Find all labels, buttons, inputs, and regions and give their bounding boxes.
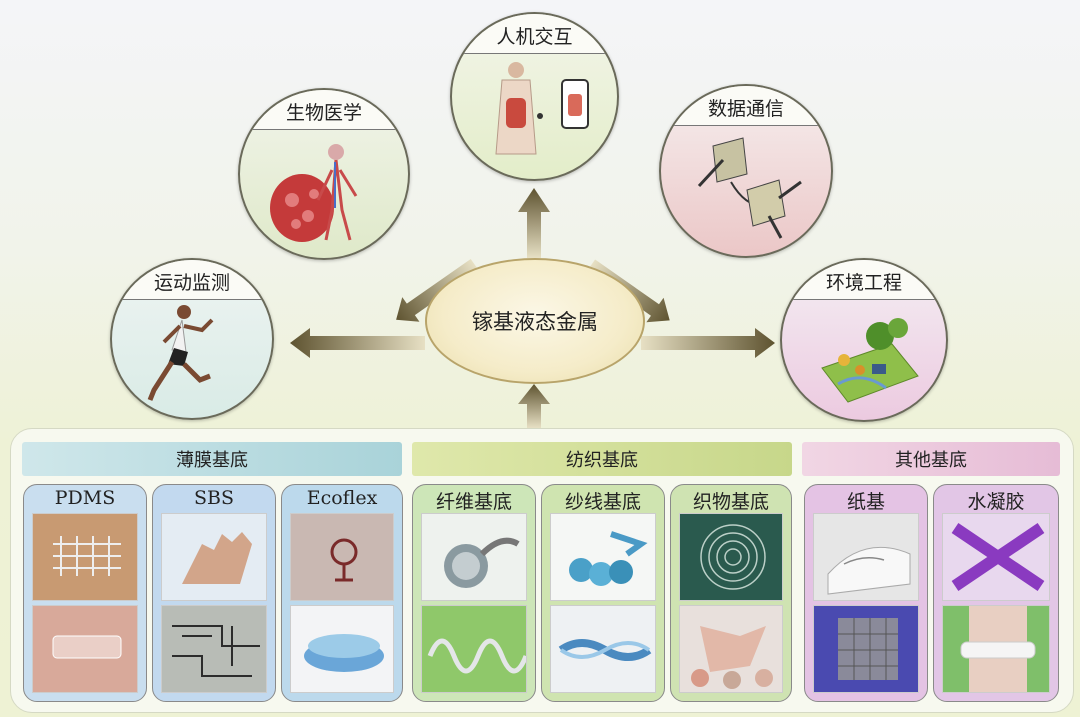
app-sports-label: 运动监测 (112, 260, 272, 300)
arrow-to-sports (290, 328, 425, 358)
card-fiber-title: 纤维基底 (435, 491, 512, 513)
app-env-label: 环境工程 (782, 260, 946, 300)
paper-photo-2 (813, 605, 919, 693)
group-film-label: 薄膜基底 (176, 450, 248, 471)
fabric-photo-2 (679, 605, 783, 693)
card-pdms-title: PDMS (54, 487, 116, 509)
arrow-to-hci (518, 188, 550, 258)
paper-photo-1 (813, 513, 919, 601)
card-hydrogel: 水凝胶 (933, 484, 1059, 702)
satellite-illustration (697, 137, 802, 239)
pdms-photo-1 (32, 513, 138, 601)
yarn-photo-1 (550, 513, 656, 601)
arrow-to-env (641, 328, 775, 358)
app-data-label: 数据通信 (661, 86, 831, 126)
sbs-photo-2 (161, 605, 267, 693)
arrow-from-substrates (518, 384, 550, 428)
hydrogel-photo-2 (942, 605, 1050, 693)
card-paper: 纸基 (804, 484, 928, 702)
hydrogel-photo-1 (942, 513, 1050, 601)
card-ecoflex: Ecoflex (281, 484, 403, 702)
app-hci: 人机交互 (450, 12, 619, 181)
app-environmental-engineering: 环境工程 (780, 258, 948, 422)
app-biomedicine: 生物医学 (238, 88, 410, 260)
center-liquid-metal: 镓基液态金属 (425, 258, 645, 384)
app-bio-label: 生物医学 (240, 90, 408, 130)
ecoflex-photo-2 (290, 605, 394, 693)
card-ecoflex-title: Ecoflex (306, 487, 378, 509)
fiber-photo-1 (421, 513, 527, 601)
fiber-photo-2 (421, 605, 527, 693)
runner-illustration (147, 305, 214, 401)
group-header-other: 其他基底 (802, 442, 1060, 476)
card-yarn: 纱线基底 (541, 484, 665, 702)
card-fiber: 纤维基底 (412, 484, 536, 702)
group-textile-label: 纺织基底 (566, 450, 638, 471)
group-header-textile: 纺织基底 (412, 442, 792, 476)
card-hydrogel-title: 水凝胶 (967, 491, 1025, 513)
vascular-illustration (270, 144, 358, 242)
landscape-illustration (821, 318, 919, 403)
app-sports-monitoring: 运动监测 (110, 258, 274, 420)
ecoflex-photo-1 (290, 513, 394, 601)
center-label: 镓基液态金属 (472, 310, 598, 334)
human-phone-illustration (495, 62, 589, 155)
card-yarn-title: 纱线基底 (564, 491, 641, 513)
app-hci-label: 人机交互 (452, 14, 617, 54)
card-fabric-title: 织物基底 (692, 491, 769, 513)
yarn-photo-2 (550, 605, 656, 693)
pdms-photo-2 (32, 605, 138, 693)
group-other-label: 其他基底 (895, 450, 967, 471)
group-header-film: 薄膜基底 (22, 442, 402, 476)
app-data-communication: 数据通信 (659, 84, 833, 258)
sbs-photo-1 (161, 513, 267, 601)
card-paper-title: 纸基 (846, 491, 885, 513)
fabric-photo-1 (679, 513, 783, 601)
card-fabric: 织物基底 (670, 484, 792, 702)
card-sbs: SBS (152, 484, 276, 702)
card-sbs-title: SBS (194, 487, 234, 509)
card-pdms: PDMS (23, 484, 147, 702)
